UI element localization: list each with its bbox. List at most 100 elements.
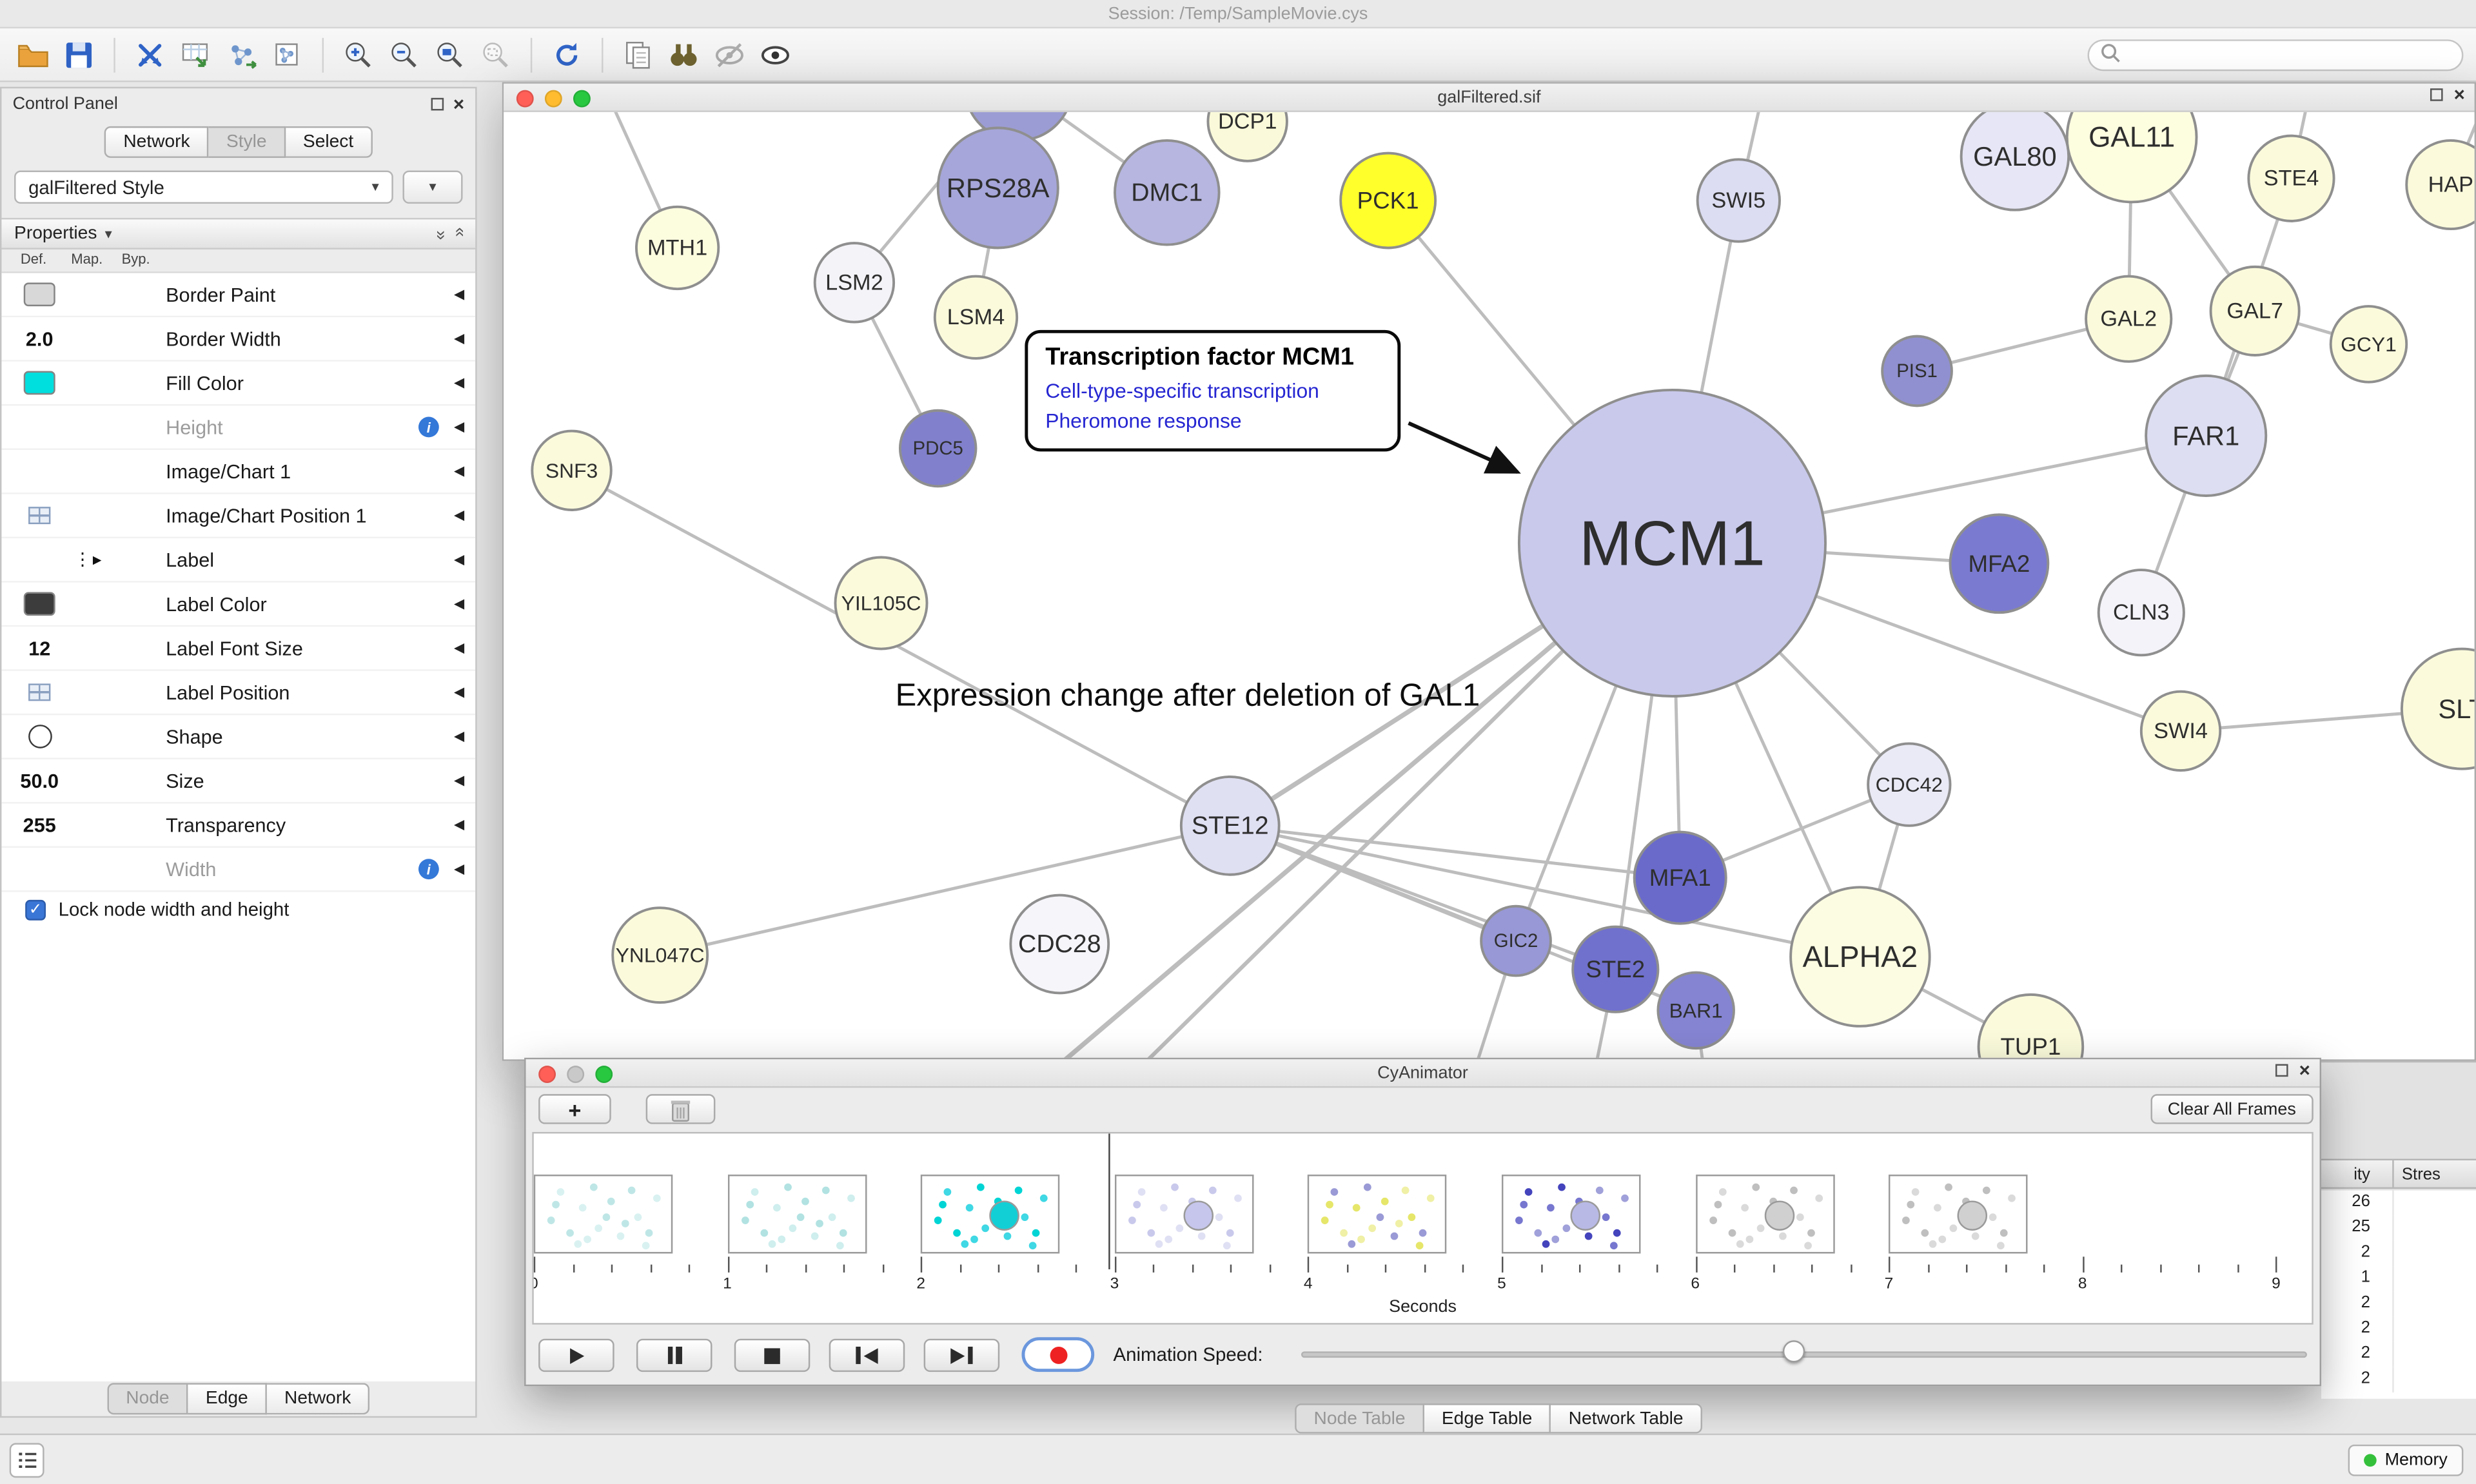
table-cell[interactable] xyxy=(2394,1291,2476,1316)
close-window-icon[interactable] xyxy=(516,90,534,108)
expand-arrow-icon[interactable]: ◀ xyxy=(453,816,465,832)
network-node-CLN3[interactable]: CLN3 xyxy=(2097,569,2185,657)
table-cell[interactable] xyxy=(2394,1191,2476,1216)
style-selector[interactable]: galFiltered Style ▾ xyxy=(14,170,393,204)
import-network-icon[interactable] xyxy=(130,34,171,75)
expand-arrow-icon[interactable]: ◀ xyxy=(453,286,465,302)
table-cell[interactable]: 1 xyxy=(2321,1266,2394,1292)
annotation-link[interactable]: Cell-type-specific transcription xyxy=(1045,378,1319,403)
table-column-header[interactable]: ity xyxy=(2321,1160,2394,1187)
network-node-GCY1[interactable]: GCY1 xyxy=(2329,305,2408,384)
expand-arrow-icon[interactable]: ◀ xyxy=(453,683,465,699)
maximize-window-icon[interactable] xyxy=(595,1066,613,1084)
network-node-PCK1[interactable]: PCK1 xyxy=(1339,151,1437,249)
expand-arrow-icon[interactable]: ◀ xyxy=(453,639,465,656)
expand-arrow-icon[interactable]: ◀ xyxy=(453,418,465,434)
style-options-button[interactable]: ▾ xyxy=(402,170,463,204)
add-frame-button[interactable]: + xyxy=(538,1094,611,1124)
property-row[interactable]: Label Color◀ xyxy=(1,582,476,627)
network-node-GAL2[interactable]: GAL2 xyxy=(2085,275,2173,363)
maximize-window-icon[interactable] xyxy=(573,90,591,108)
network-node-YIL105C[interactable]: YIL105C xyxy=(834,556,928,650)
expand-arrow-icon[interactable]: ◀ xyxy=(453,374,465,390)
default-value-cell[interactable] xyxy=(14,592,64,616)
default-value-cell[interactable] xyxy=(14,507,64,525)
minimize-window-icon[interactable] xyxy=(567,1066,585,1084)
network-node-ALPHA2[interactable]: ALPHA2 xyxy=(1789,886,1931,1028)
network-node-PIS1[interactable]: PIS1 xyxy=(1881,335,1953,407)
network-edge[interactable] xyxy=(1230,824,1861,959)
table-row[interactable]: 1 xyxy=(2321,1266,2476,1292)
expand-all-icon[interactable]: » xyxy=(449,230,469,237)
expand-arrow-icon[interactable]: ◀ xyxy=(453,595,465,611)
network-node-GAL7[interactable]: GAL7 xyxy=(2209,265,2301,356)
table-cell[interactable] xyxy=(2394,1266,2476,1291)
network-node-PDC5[interactable]: PDC5 xyxy=(898,409,978,488)
close-panel-icon[interactable]: × xyxy=(2299,1059,2310,1082)
network-node-STE2[interactable]: STE2 xyxy=(1571,925,1660,1013)
properties-header[interactable]: Properties ▾ » » xyxy=(1,217,476,249)
playhead[interactable] xyxy=(1108,1133,1110,1269)
table-row[interactable]: 26 xyxy=(2321,1190,2476,1216)
search-input[interactable] xyxy=(2087,39,2464,70)
annotation-box[interactable]: Transcription factor MCM1 Cell-type-spec… xyxy=(1025,329,1401,451)
save-session-icon[interactable] xyxy=(59,34,100,75)
copy-view-icon[interactable] xyxy=(618,34,659,75)
refresh-icon[interactable] xyxy=(546,34,587,75)
network-node-TUP1[interactable]: TUP1 xyxy=(1977,993,2085,1060)
network-node-BAR1[interactable]: BAR1 xyxy=(1656,971,1735,1050)
close-window-icon[interactable] xyxy=(538,1066,556,1084)
property-row[interactable]: Label Position◀ xyxy=(1,670,476,716)
network-edge[interactable] xyxy=(1230,824,1680,880)
network-node-SNF3[interactable]: SNF3 xyxy=(531,429,613,511)
default-value-cell[interactable]: 255 xyxy=(14,814,64,835)
frame-thumbnail[interactable] xyxy=(1695,1175,1834,1254)
clear-all-frames-button[interactable]: Clear All Frames xyxy=(2150,1094,2314,1124)
expand-arrow-icon[interactable]: ◀ xyxy=(453,860,465,877)
network-node-GAL11[interactable]: GAL11 xyxy=(2065,112,2198,204)
annotation-link[interactable]: Pheromone response xyxy=(1045,408,1242,433)
table-cell[interactable] xyxy=(2394,1216,2476,1241)
tab-select[interactable]: Select xyxy=(285,126,373,158)
zoom-fit-icon[interactable] xyxy=(429,34,471,75)
table-row[interactable]: 2 xyxy=(2321,1240,2476,1267)
table-cell[interactable]: 25 xyxy=(2321,1215,2394,1241)
cyanimator-titlebar[interactable]: CyAnimator × xyxy=(526,1059,2320,1088)
stop-button[interactable] xyxy=(734,1338,811,1372)
expand-arrow-icon[interactable]: ◀ xyxy=(453,727,465,744)
memory-button[interactable]: Memory xyxy=(2348,1444,2464,1476)
network-node-SLT[interactable]: SLT xyxy=(2400,647,2475,770)
show-all-icon[interactable] xyxy=(755,34,796,75)
timeline[interactable]: 0123456789 Seconds xyxy=(532,1131,2314,1325)
default-value-cell[interactable] xyxy=(14,282,64,307)
table-cell[interactable]: 2 xyxy=(2321,1367,2394,1393)
frame-thumbnail[interactable] xyxy=(1889,1175,2028,1254)
property-row[interactable]: ⋮▸Label◀ xyxy=(1,538,476,583)
frame-thumbnail[interactable] xyxy=(1308,1175,1448,1254)
table-row[interactable]: 2 xyxy=(2321,1367,2476,1393)
delete-frame-button[interactable] xyxy=(645,1094,716,1124)
tab-network-table[interactable]: Network Table xyxy=(1551,1403,1702,1434)
speed-slider-thumb[interactable] xyxy=(1782,1340,1805,1363)
play-button[interactable] xyxy=(538,1338,614,1372)
network-node-FAR1[interactable]: FAR1 xyxy=(2145,374,2268,497)
network-node-STE4[interactable]: STE4 xyxy=(2247,134,2335,222)
network-node-MFA1[interactable]: MFA1 xyxy=(1633,830,1727,925)
show-panels-button[interactable] xyxy=(9,1443,44,1478)
table-cell[interactable] xyxy=(2394,1316,2476,1342)
zoom-in-icon[interactable] xyxy=(338,34,379,75)
network-node-YNL047C[interactable]: YNL047C xyxy=(611,906,709,1004)
network-out-icon[interactable] xyxy=(267,34,308,75)
tab-edge-table[interactable]: Edge Table xyxy=(1424,1403,1551,1434)
expand-arrow-icon[interactable]: ◀ xyxy=(453,462,465,479)
network-node-MCM1[interactable]: MCM1 xyxy=(1517,388,1827,698)
open-session-icon[interactable] xyxy=(13,34,54,75)
expand-arrow-icon[interactable]: ◀ xyxy=(453,551,465,567)
frame-thumbnail[interactable] xyxy=(727,1175,867,1254)
table-cell[interactable]: 2 xyxy=(2321,1342,2394,1367)
default-value-cell[interactable] xyxy=(14,683,64,701)
table-row[interactable]: 2 xyxy=(2321,1316,2476,1342)
